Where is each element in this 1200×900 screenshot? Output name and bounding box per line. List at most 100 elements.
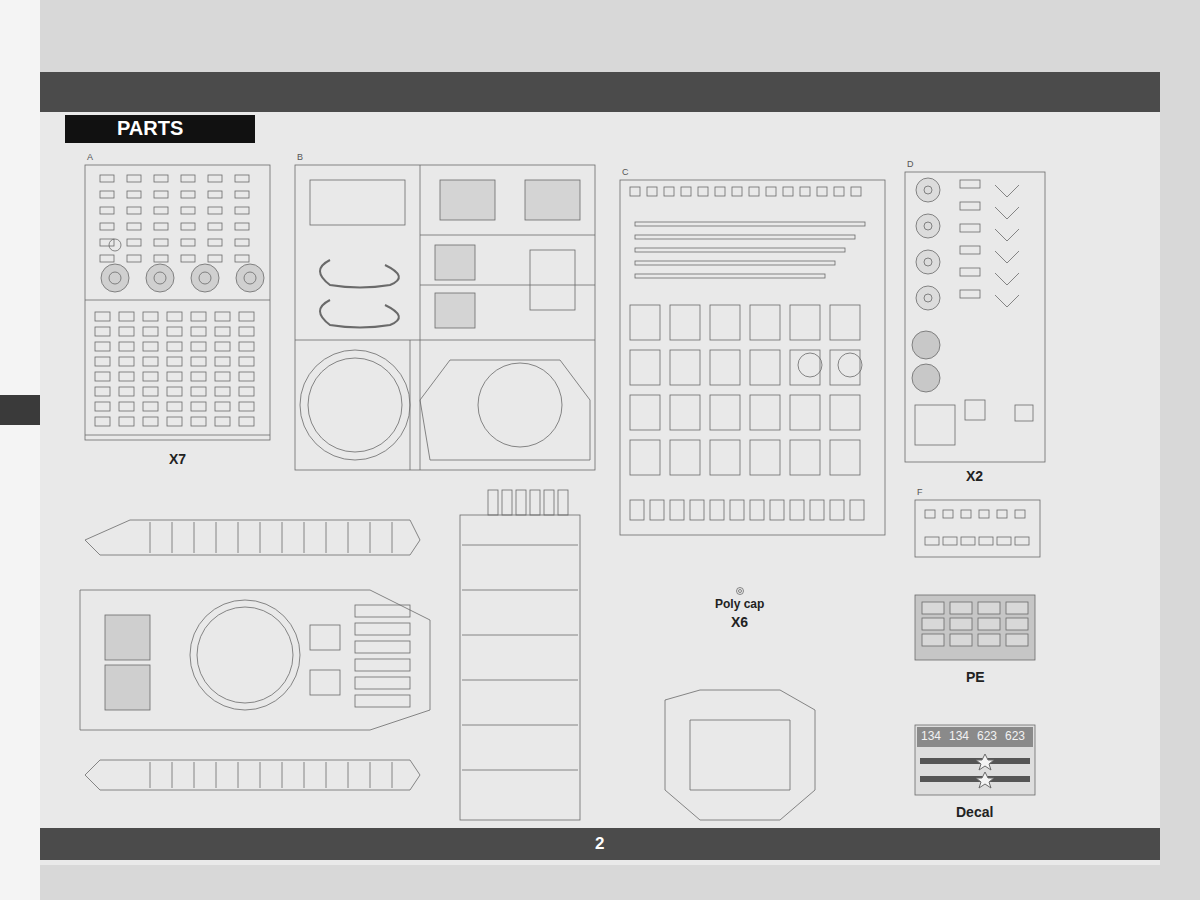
hull-detail <box>355 695 410 707</box>
section-header: PARTS <box>65 115 255 143</box>
track-link <box>215 417 230 426</box>
wheel-hub <box>924 258 932 266</box>
small-part <box>749 187 759 196</box>
decal-number: 134 <box>921 729 941 743</box>
track-link <box>191 372 206 381</box>
rod-part <box>635 261 835 265</box>
sprue-letter: B <box>295 152 305 162</box>
small-part <box>690 500 704 520</box>
sprue-letter: C <box>620 167 631 177</box>
sprue-frame <box>905 172 1045 462</box>
drive-sprocket <box>912 364 940 392</box>
small-part <box>715 187 725 196</box>
small-part <box>943 537 957 545</box>
small-part <box>943 510 953 518</box>
sprue-frame <box>620 180 885 535</box>
small-part <box>670 350 700 385</box>
small-part <box>670 440 700 475</box>
pe-part <box>950 602 972 614</box>
small-part <box>800 187 810 196</box>
small-part <box>915 405 955 445</box>
hull-detail <box>194 522 195 553</box>
small-part <box>979 537 993 545</box>
decal-number: 134 <box>949 729 969 743</box>
small-part <box>783 187 793 196</box>
wheel-hub <box>244 272 256 284</box>
small-part <box>1015 405 1033 421</box>
small-part <box>979 510 989 518</box>
small-part <box>790 305 820 340</box>
track-link <box>119 327 134 336</box>
pe-part <box>1006 602 1028 614</box>
small-part <box>181 255 195 262</box>
track-link <box>239 402 254 411</box>
track-link <box>191 342 206 351</box>
small-part <box>127 207 141 214</box>
small-part <box>208 223 222 230</box>
sprue-letter: D <box>905 159 916 169</box>
track-link <box>215 387 230 396</box>
small-part <box>647 187 657 196</box>
hull-detail <box>392 522 393 553</box>
hull-detail <box>260 522 261 553</box>
wheel-hub <box>154 272 166 284</box>
decal-sheet <box>915 725 1035 795</box>
track-link <box>167 357 182 366</box>
pe-part <box>1006 634 1028 646</box>
pe-fret <box>915 595 1035 660</box>
track-link <box>119 342 134 351</box>
small-part <box>208 175 222 182</box>
small-part <box>925 537 939 545</box>
rod-part <box>635 235 855 239</box>
road-wheel <box>101 264 129 292</box>
decal-number-band <box>917 727 1033 747</box>
road-wheel <box>236 264 264 292</box>
small-part <box>834 187 844 196</box>
small-part <box>1015 537 1029 545</box>
track-link <box>215 357 230 366</box>
small-part <box>670 500 684 520</box>
hull-detail <box>502 490 512 515</box>
suspension-arm <box>995 207 1019 219</box>
small-part <box>154 175 168 182</box>
small-part <box>710 440 740 475</box>
wheel-hub <box>199 272 211 284</box>
engine-grille <box>105 665 150 710</box>
small-part <box>750 440 780 475</box>
wheel-hub <box>924 186 932 194</box>
hull-detail <box>326 762 327 788</box>
pe-part <box>922 602 944 614</box>
hull-detail <box>304 762 305 788</box>
idler-wheel <box>916 250 940 274</box>
part-group-label: Decal <box>956 804 993 820</box>
track-link <box>119 387 134 396</box>
top-band <box>40 72 1160 112</box>
small-part <box>851 187 861 196</box>
small-part <box>960 180 980 188</box>
small-part <box>838 353 862 377</box>
parts-group: F <box>915 487 1040 557</box>
hull-detail <box>544 490 554 515</box>
small-part <box>830 500 844 520</box>
track-link <box>215 327 230 336</box>
hull-detail <box>558 490 568 515</box>
hull-detail <box>488 490 498 515</box>
hull-detail <box>355 677 410 689</box>
bottom-band <box>40 828 1160 860</box>
track-link <box>95 327 110 336</box>
small-part <box>127 223 141 230</box>
small-part <box>630 440 660 475</box>
small-part <box>961 510 971 518</box>
hull-detail <box>282 762 283 788</box>
track-link <box>239 312 254 321</box>
grille-part <box>435 293 475 328</box>
hull-detail <box>370 522 371 553</box>
pe-part <box>950 618 972 630</box>
hull-detail <box>348 762 349 788</box>
small-part <box>750 395 780 430</box>
section-title: PARTS <box>117 117 183 140</box>
hatch <box>310 625 340 650</box>
track-link <box>95 417 110 426</box>
idler-wheel <box>916 286 940 310</box>
